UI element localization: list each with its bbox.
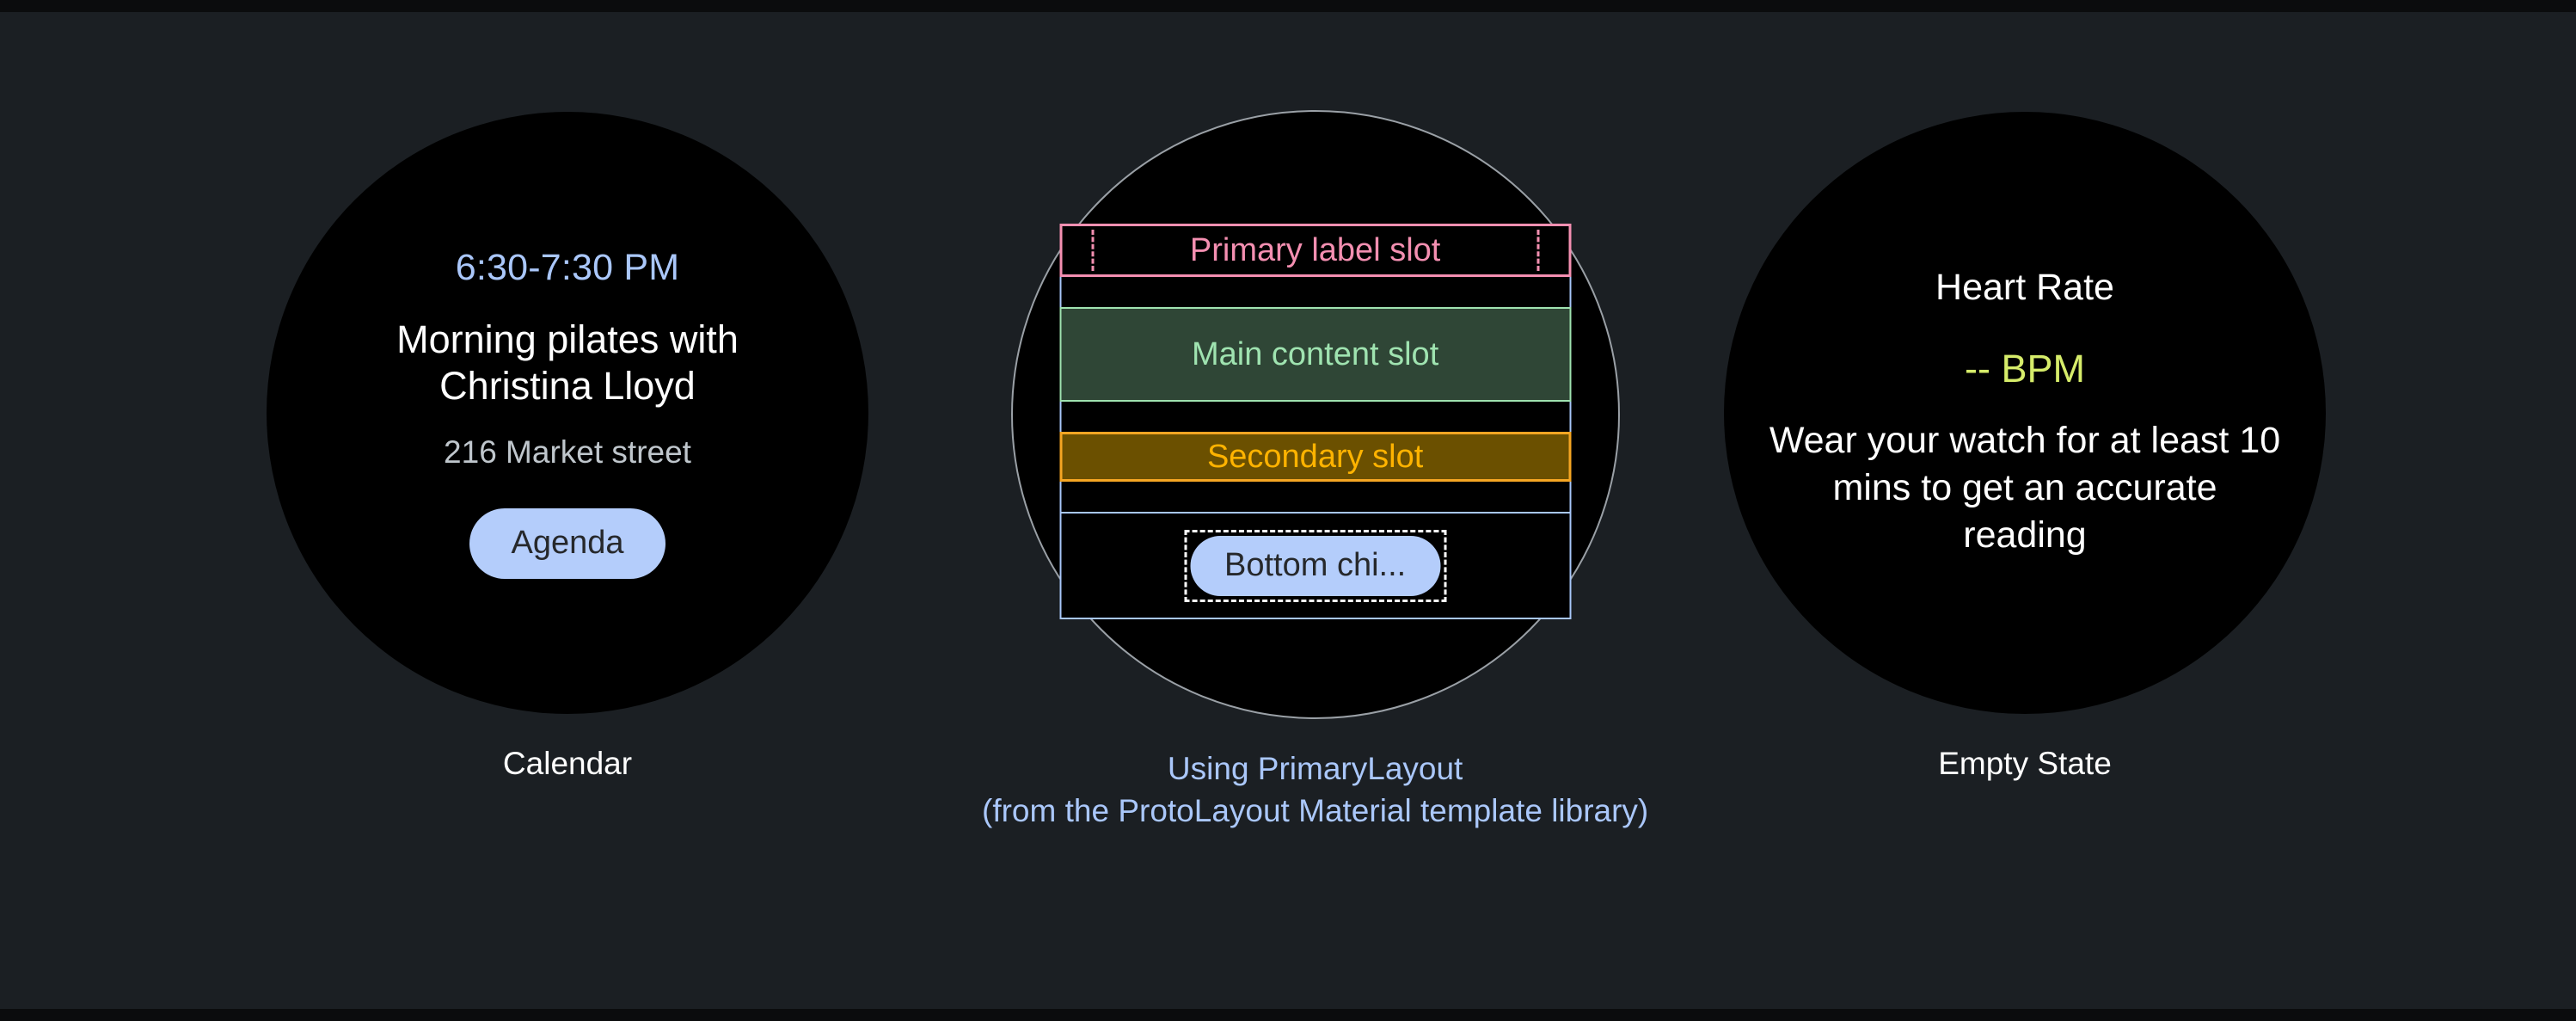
calendar-caption-wrap: Calendar bbox=[503, 743, 632, 785]
heart-rate-value: -- BPM bbox=[1965, 346, 2085, 391]
primary-label-slot-text: Primary label slot bbox=[1189, 231, 1441, 268]
watch-face-calendar: 6:30-7:30 PM Morning pilates with Christ… bbox=[267, 112, 868, 714]
slot-spacer-bottom bbox=[1059, 482, 1572, 512]
primary-label-left-margin-rule-icon bbox=[1091, 230, 1095, 271]
watch-preview-primarylayout: Primary label slot Main content slot Sec… bbox=[982, 110, 1648, 833]
slot-spacer-top bbox=[1059, 277, 1572, 307]
event-address: 216 Market street bbox=[444, 434, 691, 470]
primarylayout-caption-wrap: Using PrimaryLayout (from the ProtoLayou… bbox=[982, 748, 1648, 833]
page-bottom-gutter bbox=[0, 1009, 2576, 1021]
primarylayout-slot-stack: Primary label slot Main content slot Sec… bbox=[1059, 224, 1572, 619]
event-time-range: 6:30-7:30 PM bbox=[455, 247, 680, 289]
caption-calendar: Calendar bbox=[502, 746, 633, 781]
watch-preview-empty-state: Heart Rate -- BPM Wear your watch for at… bbox=[1724, 112, 2326, 785]
slot-spacer-middle bbox=[1059, 402, 1572, 432]
main-content-slot[interactable]: Main content slot bbox=[1059, 307, 1572, 402]
empty-state-caption-wrap: Empty State bbox=[1938, 743, 2112, 785]
caption-primarylayout: Using PrimaryLayout bbox=[1167, 751, 1463, 786]
primary-label-slot[interactable]: Primary label slot bbox=[1059, 224, 1572, 277]
event-title: Morning pilates with Christina Lloyd bbox=[396, 317, 739, 408]
watch-preview-calendar: 6:30-7:30 PM Morning pilates with Christ… bbox=[267, 112, 868, 785]
empty-state-screen-content: Heart Rate -- BPM Wear your watch for at… bbox=[1767, 267, 2283, 559]
watch-face-empty-state: Heart Rate -- BPM Wear your watch for at… bbox=[1724, 112, 2326, 714]
watch-face-primarylayout: Primary label slot Main content slot Sec… bbox=[1010, 110, 1620, 719]
secondary-slot[interactable]: Secondary slot bbox=[1059, 432, 1572, 482]
caption-empty-state: Empty State bbox=[1938, 746, 2112, 781]
caption-primarylayout-sub: (from the ProtoLayout Material template … bbox=[982, 792, 1649, 828]
main-content-slot-text: Main content slot bbox=[1191, 335, 1439, 372]
calendar-screen-content: 6:30-7:30 PM Morning pilates with Christ… bbox=[327, 247, 808, 579]
heart-rate-title: Heart Rate bbox=[1935, 266, 2114, 308]
primary-label-right-margin-rule-icon bbox=[1536, 230, 1540, 271]
bottom-chip-slot: Bottom chi... bbox=[1059, 512, 1572, 619]
bottom-chip-button[interactable]: Bottom chi... bbox=[1190, 535, 1441, 596]
agenda-chip-button[interactable]: Agenda bbox=[469, 507, 665, 579]
heart-rate-help-text: Wear your watch for at least 10 mins to … bbox=[1769, 419, 2281, 557]
bottom-chip-bounds-outline: Bottom chi... bbox=[1184, 529, 1447, 602]
page-top-gutter bbox=[0, 0, 2576, 12]
secondary-slot-text: Secondary slot bbox=[1206, 438, 1424, 475]
